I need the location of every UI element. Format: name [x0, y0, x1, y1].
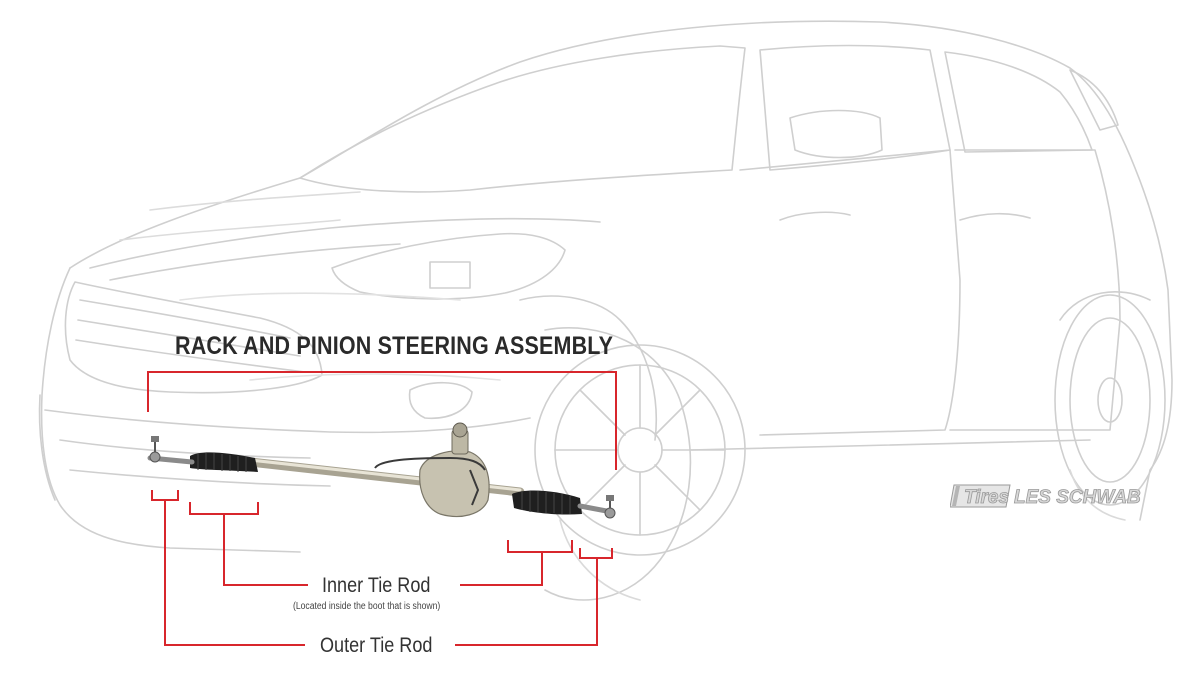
- logo-brand-text: LES SCHWAB: [1014, 487, 1141, 508]
- pinion-housing: [374, 422, 490, 518]
- outer-tie-rod-bracket-left: [151, 490, 179, 501]
- right-boot: [512, 490, 582, 515]
- right-outer-tie-rod: [577, 495, 616, 519]
- inner-tie-rod-leader: [223, 514, 308, 586]
- inner-tie-rod-bracket-left: [189, 502, 259, 515]
- inner-tie-rod-label: Inner Tie Rod: [322, 574, 431, 597]
- outer-tie-rod-label: Outer Tie Rod: [320, 634, 433, 657]
- inner-tie-rod-note: (Located inside the boot that is shown): [293, 601, 441, 612]
- inner-tie-rod-bracket-right: [507, 540, 573, 553]
- les-schwab-logo: Tires LES SCHWAB: [950, 484, 1141, 508]
- left-boot: [190, 452, 258, 472]
- left-outer-tie-rod: [147, 436, 195, 465]
- outer-tie-rod-leader: [164, 500, 305, 646]
- rack-and-pinion-assembly: [147, 422, 616, 519]
- logo-tires-text: Tires: [964, 487, 1009, 508]
- diagram-title: RACK AND PINION STEERING ASSEMBLY: [175, 332, 614, 360]
- assembly-bracket: [147, 371, 617, 470]
- callout-lines: [147, 371, 617, 646]
- suv-outline: [38, 20, 1173, 601]
